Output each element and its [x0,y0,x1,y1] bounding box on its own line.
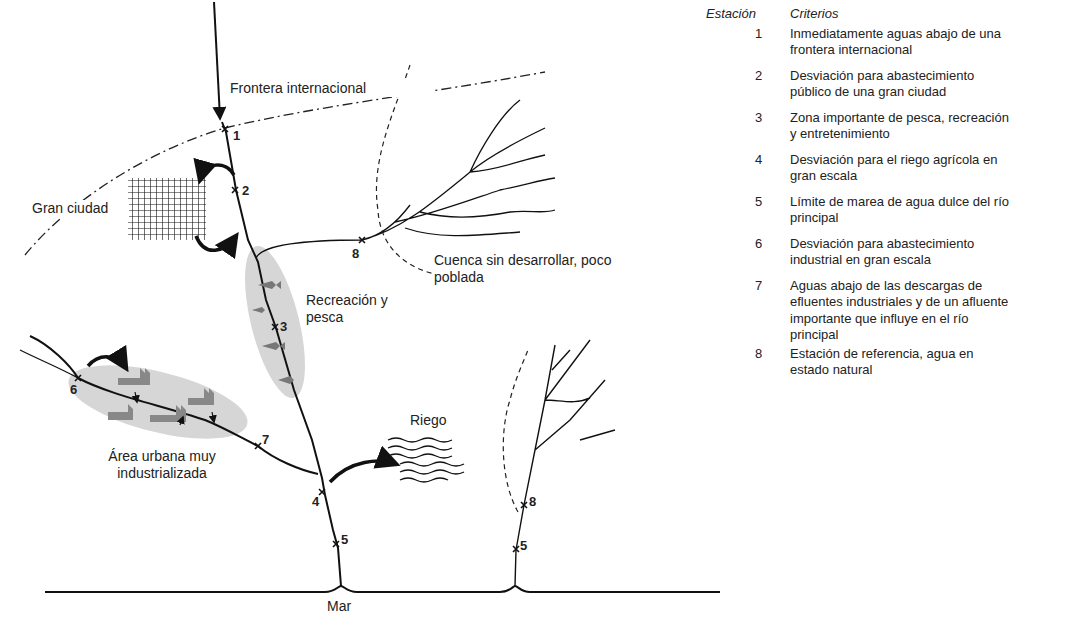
criteria-text: Inmediatamente aguas abajo de una fronte… [790,26,1015,59]
station-number: 7 [262,432,276,448]
place-label: Gran ciudad [30,200,129,217]
station-number: 4 [755,152,775,168]
withdrawal-arrow [200,165,234,180]
criteria-text: Desviación para abastecimiento público d… [790,68,1015,101]
inflow-arrow [214,2,220,118]
station-number: 8 [755,346,775,362]
station-number: 2 [242,183,256,199]
station-number: 5 [520,538,534,554]
station-number: 2 [755,68,775,84]
place-label: Recreación y pesca [304,292,398,326]
place-label: Frontera internacional [228,80,432,97]
tributary-network [256,100,555,258]
criteria-text: Desviación para abastecimiento industria… [790,236,1015,269]
criteria-text: Límite de marea de agua dulce del río pr… [790,194,1015,227]
irrigation-field [388,438,464,482]
place-label: Área urbana muy industrializada [70,448,254,482]
station-number: 4 [312,494,326,510]
main-river [222,122,341,586]
coastline [45,586,720,592]
fish-icons [252,281,294,384]
place-label: Cuenca sin desarrollar, poco poblada [432,252,636,286]
station-number: 6 [755,236,775,252]
station-number: 3 [280,319,294,335]
return-arrow [196,236,236,250]
station-number: 5 [341,532,355,548]
table-header: Criterios [790,6,890,22]
factory-icons [108,368,214,422]
criteria-text: Zona importante de pesca, recreación y e… [790,110,1015,143]
station-number: 8 [352,246,366,262]
border-line [25,72,545,255]
station-number: 1 [755,26,775,42]
table-header: Estación [706,6,776,22]
criteria-text: Estación de referencia, agua en estado n… [790,346,1015,379]
station-number: 8 [529,494,543,510]
place-label: Mar [325,598,369,615]
station-number: 5 [755,194,775,210]
station-number: 1 [233,128,247,144]
place-label: Riego [408,412,472,429]
station-number: 7 [755,278,775,294]
station-marks [75,126,527,552]
industrial-withdrawal [88,357,126,368]
industrial-zone [61,351,254,454]
irrigation-arrow [330,461,396,482]
station-number: 6 [70,382,84,398]
catchment-boundary [503,350,528,512]
criteria-text: Desviación para el riego agrícola en gra… [790,152,1015,185]
criteria-text: Aguas abajo de las descargas de efluente… [790,278,1015,343]
coastal-river [515,340,615,586]
city-grid [128,178,206,240]
station-number: 3 [755,110,775,126]
